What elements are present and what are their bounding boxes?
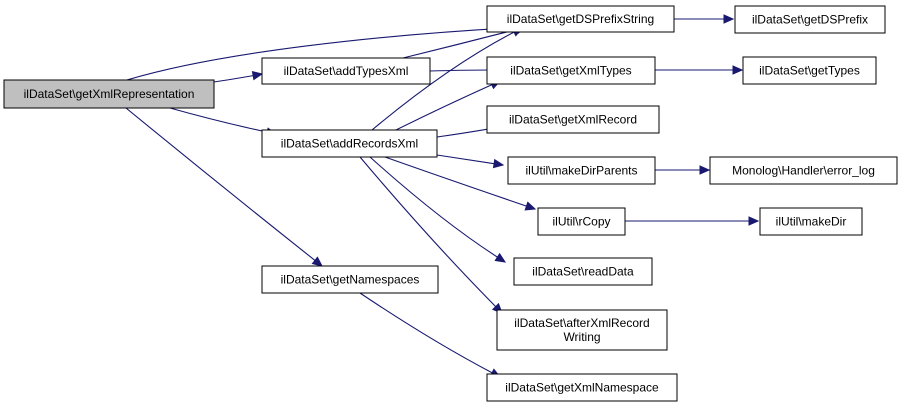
node-box — [486, 56, 656, 85]
node-label: ilDataSet\getXmlRepresentation — [24, 87, 195, 101]
edge-line — [436, 127, 492, 138]
node-box — [759, 207, 863, 236]
node-label: ilDataSet\afterXmlRecord — [514, 316, 649, 330]
node-label: ilDataSet\addRecordsXml — [281, 137, 418, 151]
edge-line — [395, 84, 493, 131]
edge-line — [371, 31, 515, 131]
node-rCopy[interactable]: ilUtil\rCopy — [537, 207, 626, 236]
node-box — [261, 129, 438, 158]
node-box — [261, 57, 431, 85]
node-error_log[interactable]: Monolog\Handler\error_log — [709, 156, 898, 185]
node-addTypesXml[interactable]: ilDataSet\addTypesXml — [261, 57, 431, 85]
edge-makeDirParents-to-error_log — [655, 165, 711, 175]
node-box — [486, 373, 678, 402]
edge-arrowhead — [732, 65, 744, 75]
node-label: ilDataSet\getDSPrefixString — [507, 12, 654, 26]
node-box — [709, 156, 898, 185]
edge-getXmlTypes-to-getTypes — [655, 65, 744, 75]
node-getXmlTypes[interactable]: ilDataSet\getXmlTypes — [486, 56, 656, 85]
edge-line — [429, 69, 492, 72]
edge-arrowhead — [524, 201, 537, 211]
node-makeDir[interactable]: ilUtil\makeDir — [759, 207, 863, 236]
node-label: ilDataSet\getXmlRecord — [509, 113, 637, 127]
node-addRecordsXml[interactable]: ilDataSet\addRecordsXml — [261, 129, 438, 158]
edge-arrowhead — [748, 216, 760, 226]
node-box — [537, 207, 626, 236]
edge-getNamespaces-to-getXmlNamespace — [359, 292, 502, 378]
edge-line — [169, 107, 268, 133]
edge-line — [436, 154, 495, 165]
edge-rCopy-to-makeDir — [625, 216, 760, 226]
node-label: Monolog\Handler\error_log — [732, 164, 875, 178]
edge-arrowhead — [494, 252, 507, 263]
node-box — [734, 5, 886, 34]
node-label: ilUtil\makeDir — [776, 215, 847, 229]
edge-addRecordsXml-to-rCopy — [384, 156, 537, 211]
edge-arrowhead — [251, 71, 264, 81]
node-getTypes[interactable]: ilDataSet\getTypes — [742, 56, 877, 85]
edge-arrowhead — [492, 158, 505, 169]
edge-getXmlRepresentation-to-addTypesXml — [213, 71, 264, 83]
edge-line — [359, 156, 497, 307]
node-readData[interactable]: ilDataSet\readData — [513, 257, 653, 286]
node-label: ilDataSet\getTypes — [759, 64, 860, 78]
edge-getXmlRepresentation-to-addRecordsXml — [169, 107, 278, 137]
edge-line — [369, 156, 498, 258]
node-box — [261, 265, 439, 294]
edge-line — [359, 292, 493, 374]
node-box — [486, 5, 675, 33]
edge-addRecordsXml-to-makeDirParents — [436, 154, 505, 169]
node-box — [742, 56, 877, 85]
node-box — [513, 257, 653, 286]
node-label: ilDataSet\getNamespaces — [281, 273, 420, 287]
node-label: ilDataSet\getXmlTypes — [510, 64, 631, 78]
node-getDSPrefixString[interactable]: ilDataSet\getDSPrefixString — [486, 5, 675, 33]
edge-getDSPrefixString-to-getDSPrefix — [674, 14, 735, 24]
edge-getXmlRepresentation-to-getNamespaces — [125, 107, 323, 267]
node-makeDirParents[interactable]: ilUtil\makeDirParents — [507, 156, 656, 185]
node-box — [3, 79, 215, 109]
edge-addRecordsXml-to-readData — [369, 156, 507, 263]
edge-line — [213, 75, 254, 83]
node-getXmlNamespace[interactable]: ilDataSet\getXmlNamespace — [486, 373, 678, 402]
node-box — [507, 156, 656, 185]
edge-line — [384, 156, 527, 207]
node-getXmlRepresentation[interactable]: ilDataSet\getXmlRepresentation — [3, 79, 215, 109]
node-label: Writing — [563, 330, 600, 344]
node-label: ilDataSet\readData — [532, 265, 634, 279]
edge-arrowhead — [699, 165, 711, 175]
node-label: ilDataSet\addTypesXml — [284, 64, 409, 78]
node-getNamespaces[interactable]: ilDataSet\getNamespaces — [261, 265, 439, 294]
node-label: ilDataSet\getDSPrefix — [752, 13, 868, 27]
edge-arrowhead — [311, 256, 323, 267]
node-box — [496, 309, 668, 351]
edge-line — [125, 107, 316, 261]
node-label: ilDataSet\getXmlNamespace — [505, 381, 659, 395]
node-getXmlRecord[interactable]: ilDataSet\getXmlRecord — [486, 105, 660, 134]
nodes-layer: ilDataSet\getXmlRepresentation ilDataSet\… — [3, 5, 898, 402]
node-label: ilUtil\rCopy — [552, 215, 610, 229]
edge-addRecordsXml-to-getXmlTypes — [395, 80, 502, 131]
edge-line — [126, 26, 517, 81]
node-label: ilUtil\makeDirParents — [525, 164, 637, 178]
edge-arrowhead — [723, 14, 735, 24]
node-getDSPrefix[interactable]: ilDataSet\getDSPrefix — [734, 5, 886, 34]
node-box — [486, 105, 660, 134]
